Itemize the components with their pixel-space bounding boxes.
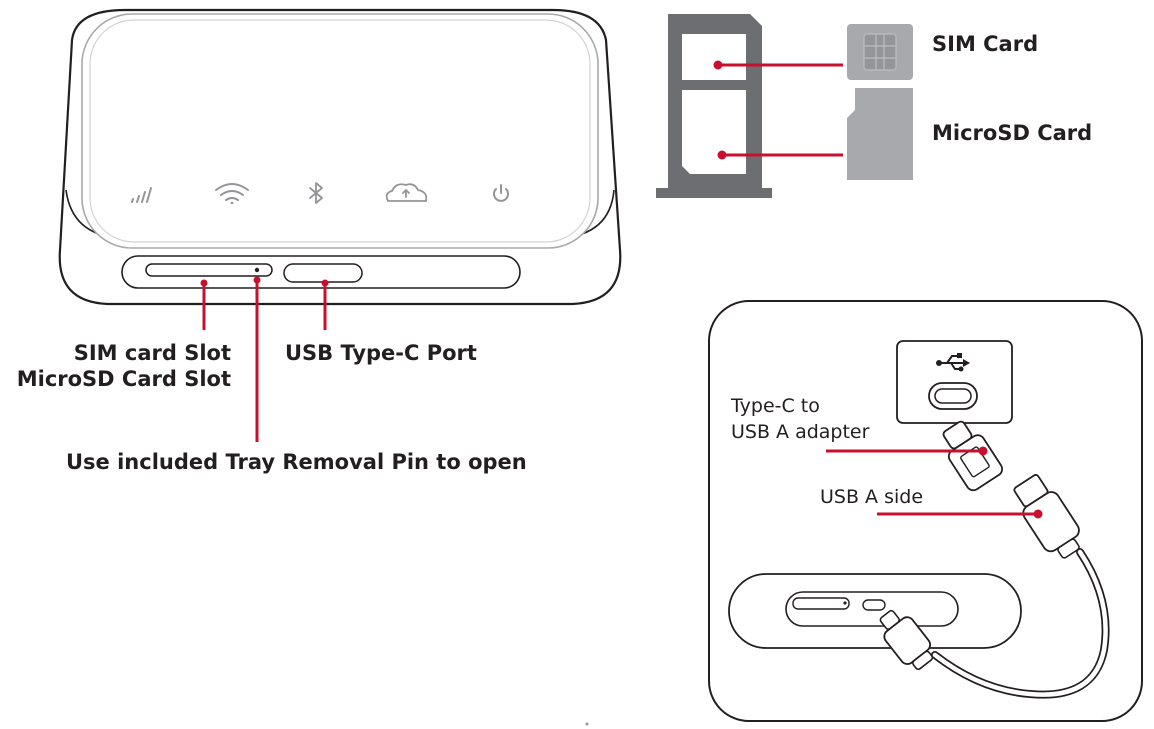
label-sim-card: SIM Card [932, 32, 1039, 56]
signal-icon [131, 187, 152, 203]
wifi-icon [215, 183, 249, 205]
label-adapter-line2: USB A adapter [731, 421, 870, 443]
stray-mark [585, 722, 589, 726]
card-tray [656, 14, 913, 198]
router-leader-lines [200, 276, 329, 442]
label-microsd-card-slot: MicroSD Card Slot [16, 367, 231, 391]
closeup-pinhole [843, 601, 847, 605]
tray-frame [656, 14, 772, 198]
host-usb-c-port-inner [934, 388, 972, 404]
host-device-box [896, 340, 1013, 424]
label-adapter-line1: Type-C to [731, 395, 820, 417]
power-icon [493, 184, 509, 202]
type-c-to-usb-a-adapter [942, 420, 1003, 492]
usb-cable-inner [932, 549, 1108, 697]
usb-a-cable-head [1013, 474, 1080, 559]
router-device [58, 8, 622, 306]
adapter-panel [708, 300, 1143, 722]
usb-symbol-icon [936, 353, 970, 372]
closeup-usb-c-port [862, 599, 886, 611]
tray-pinhole [254, 267, 260, 273]
label-sim-card-slot: SIM card Slot [73, 341, 231, 365]
sim-microsd-slot [145, 263, 273, 277]
adapter-leader-lines [826, 446, 1043, 519]
closeup-tray [792, 597, 850, 610]
label-microsd-card: MicroSD Card [932, 121, 1093, 145]
usb-c-port [283, 263, 363, 283]
cloud-upload-icon [385, 183, 428, 202]
label-usb-a-side: USB A side [820, 486, 924, 508]
tray-leader-lines [713, 60, 843, 160]
microsd-card-graphic [847, 88, 913, 180]
router-top-inner-bevel [89, 19, 591, 243]
sim-chip-icon [863, 33, 897, 71]
type-c-cable-plug [879, 609, 934, 671]
router-top-face [81, 13, 599, 249]
label-usb-type-c-port: USB Type-C Port [285, 341, 477, 365]
label-tray-removal-pin: Use included Tray Removal Pin to open [66, 450, 527, 474]
bluetooth-icon [309, 182, 323, 204]
